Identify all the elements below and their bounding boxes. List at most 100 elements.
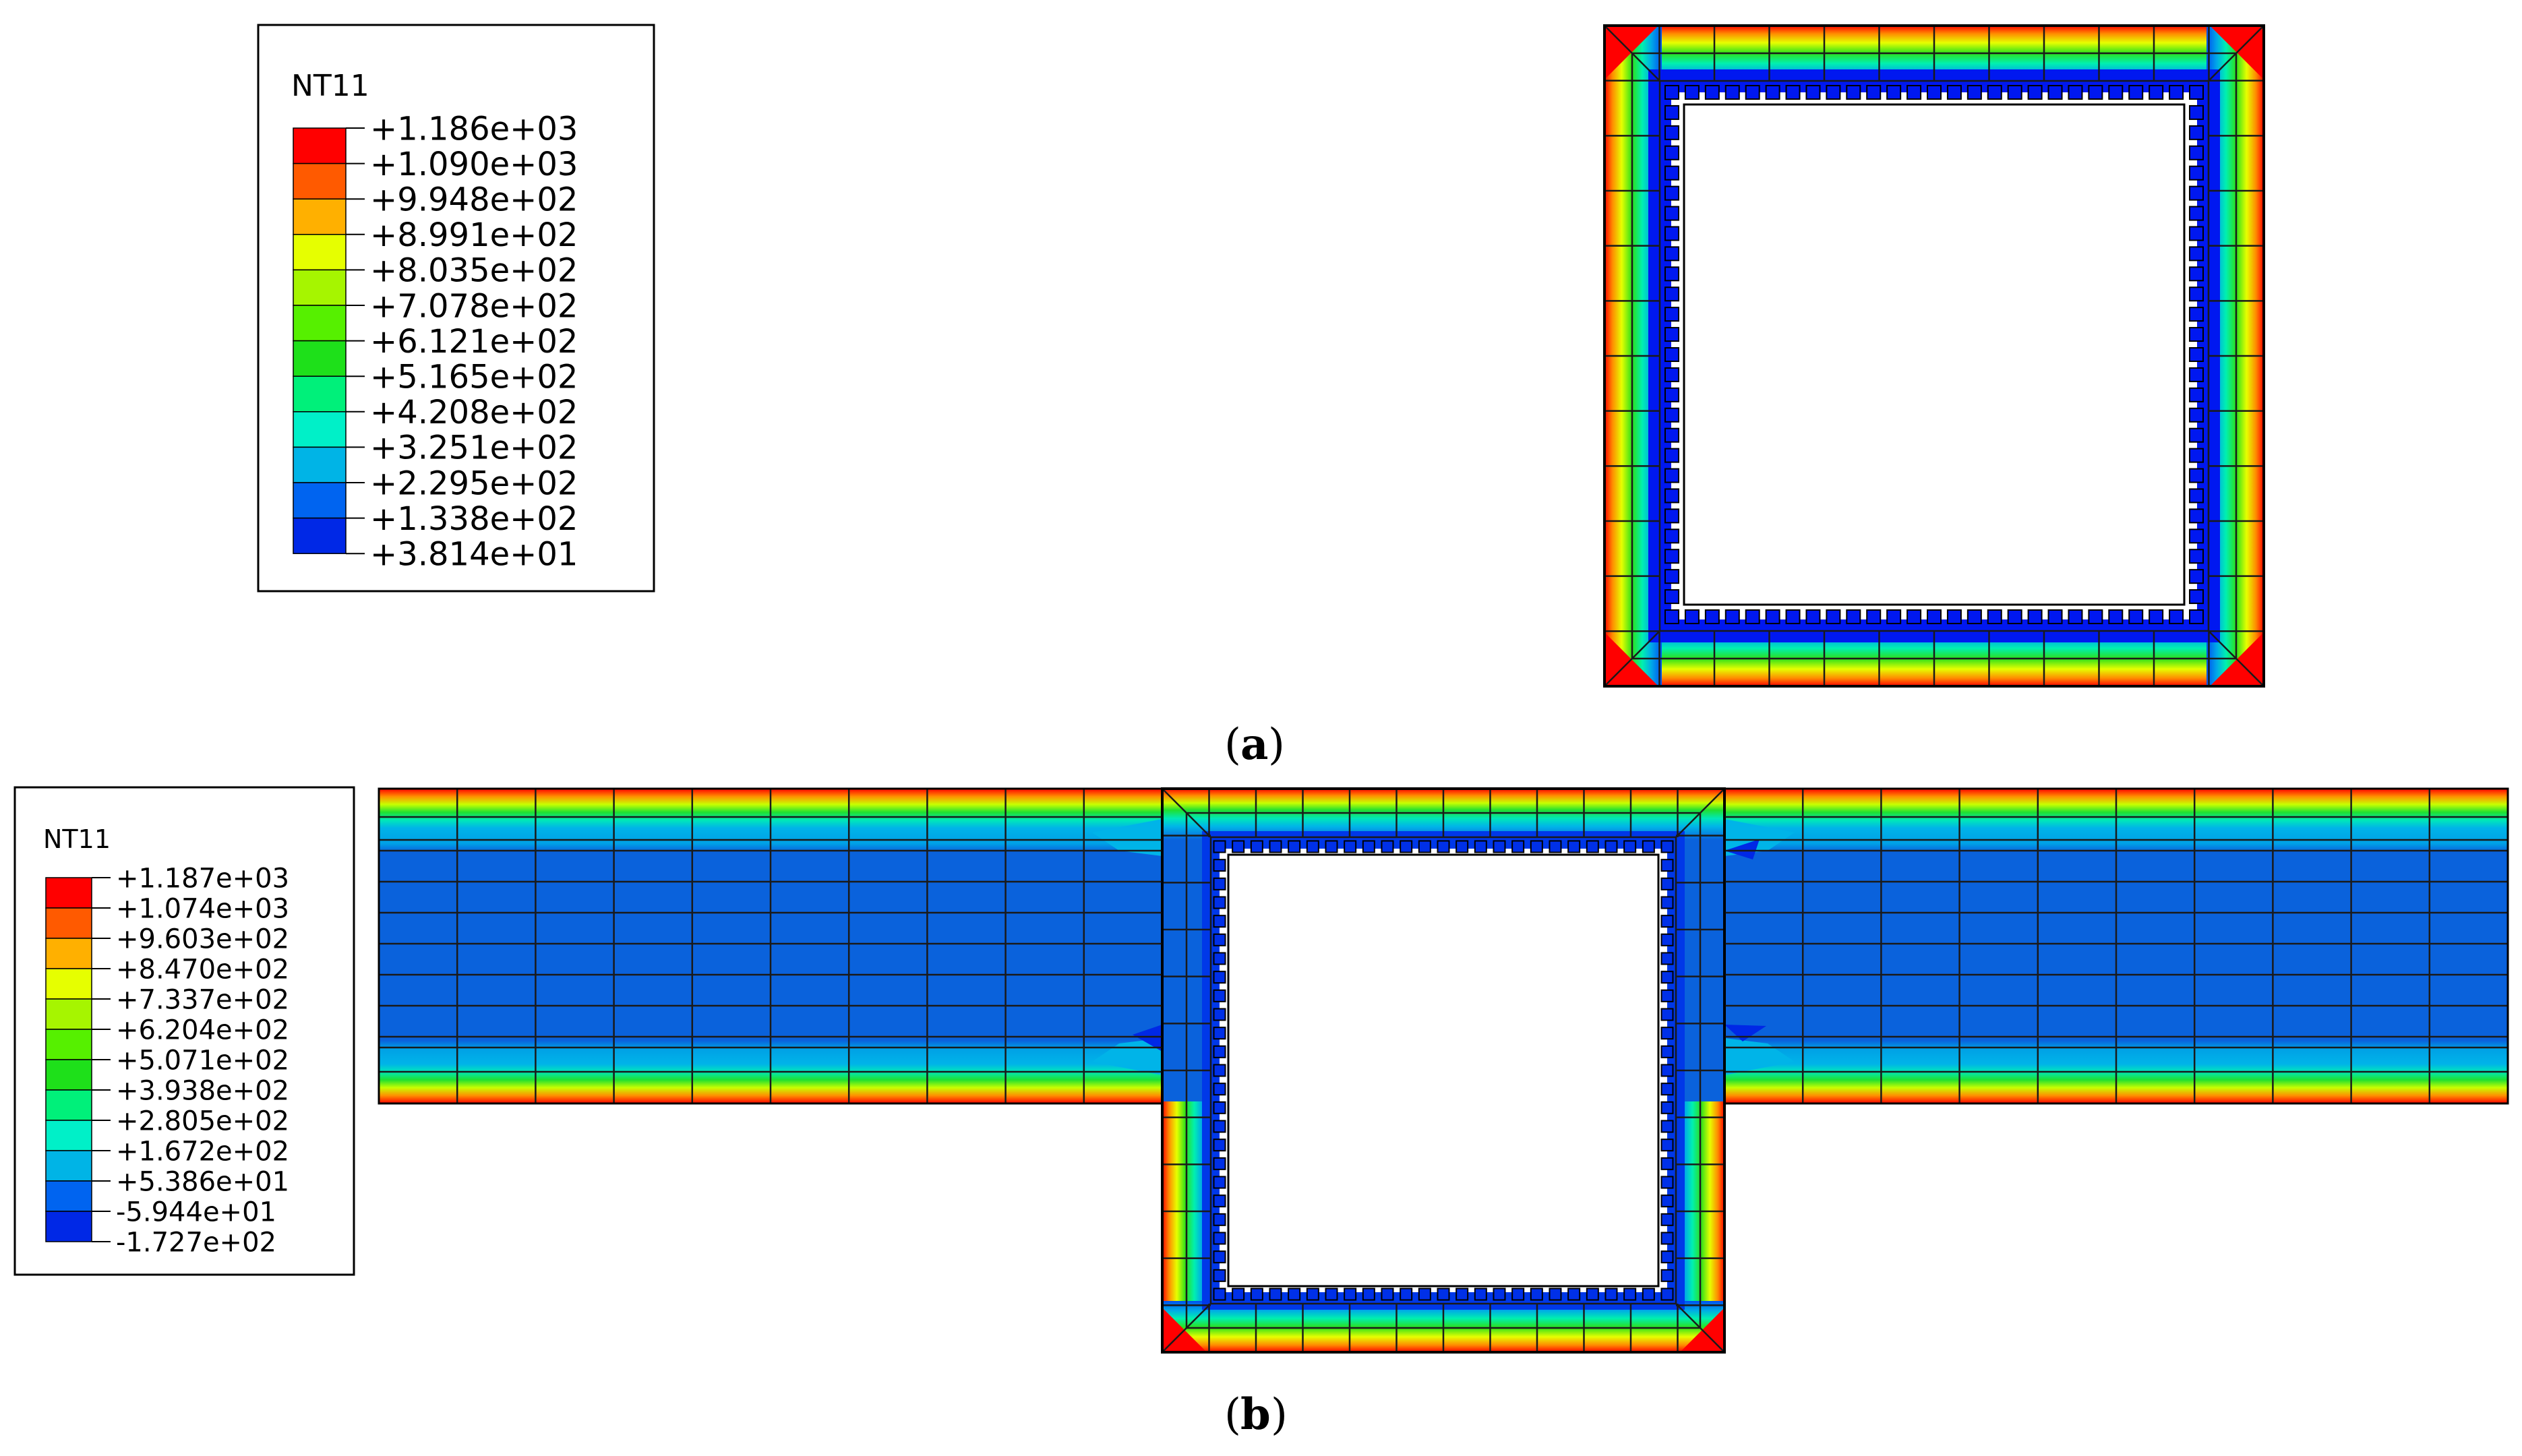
rebar-square [1344, 1287, 1357, 1301]
svg-text:): ) [1268, 720, 1285, 770]
rebar-square [1213, 896, 1226, 909]
slab-left-junction-spot [1133, 1025, 1162, 1052]
rebar-square [1660, 1250, 1674, 1264]
rebar-square [1745, 609, 1760, 624]
legend-swatch [45, 1089, 92, 1121]
legend-swatch [293, 162, 347, 200]
legend-value: +3.938e+02 [116, 1075, 289, 1106]
rebar-square [1765, 85, 1780, 100]
rebar-square [1660, 971, 1674, 984]
rebar-square [1846, 609, 1861, 624]
legend-a: NT11 +1.186e+03+1.090e+03+9.948e+02+8.99… [257, 24, 655, 593]
legend-b: NT11 +1.187e+03+1.074e+03+9.603e+02+8.47… [13, 786, 355, 1276]
rebar-square [2108, 609, 2124, 624]
legend-value: +6.121e+02 [370, 323, 578, 361]
rebar-square [1213, 1064, 1226, 1077]
rebar-square [2068, 85, 2083, 100]
rebar-square [1660, 1213, 1674, 1226]
rebar-square [2027, 609, 2043, 624]
rebar-square [2169, 85, 2184, 100]
rebar-square [2149, 85, 2164, 100]
legend-swatch [293, 446, 347, 483]
legend-swatch [45, 938, 92, 969]
legend-value: -5.944e+01 [116, 1196, 276, 1227]
rebar-square [1288, 840, 1301, 853]
caption-b: ( b ) [1224, 1389, 1288, 1440]
legend-swatch [45, 1150, 92, 1182]
mesh-line [1675, 1303, 1725, 1353]
rebar-square [1866, 85, 1882, 100]
rebar-square [1530, 1287, 1543, 1301]
legend-value: +2.805e+02 [116, 1105, 289, 1136]
legend-swatch [45, 1120, 92, 1151]
rebar-square [1288, 1287, 1301, 1301]
legend-value: +7.337e+02 [116, 984, 289, 1015]
rebar-square [1724, 85, 1740, 100]
legend-swatch [293, 375, 347, 413]
legend-value: +9.603e+02 [116, 923, 289, 954]
rebar-square [1946, 85, 1962, 100]
rebar-square [1660, 859, 1674, 872]
caption-b-letter: b [1240, 1389, 1271, 1440]
rebar-square [1213, 1045, 1226, 1058]
legend-value: +1.187e+03 [116, 863, 289, 894]
legend-b-title: NT11 [43, 824, 111, 854]
rebar-square [1664, 145, 1679, 160]
rebar-square [1549, 1287, 1562, 1301]
legend-swatch [293, 517, 347, 554]
slab-right-outline [1723, 787, 2509, 1105]
rebar-square [2189, 589, 2204, 605]
rebar-square [1660, 1027, 1674, 1040]
rebar-square [1660, 1139, 1674, 1152]
legend-swatch [293, 340, 347, 377]
rebar-square [1269, 840, 1282, 853]
rebar-square [1664, 307, 1679, 322]
rebar-square [1213, 1269, 1226, 1282]
rebar-square [2027, 85, 2043, 100]
rebar-square [1213, 1232, 1226, 1245]
rebar-square [1530, 840, 1543, 853]
rebar-square [1213, 1083, 1226, 1096]
rebar-square [1664, 165, 1679, 181]
mesh-line [1604, 630, 1660, 687]
rebar-square [2189, 609, 2204, 624]
mesh-line [2208, 25, 2264, 82]
legend-swatch [293, 269, 347, 306]
rebar-square [1664, 549, 1679, 564]
legend-value: +8.035e+02 [370, 252, 578, 290]
legend-b-labels: +1.187e+03+1.074e+03+9.603e+02+8.470e+02… [92, 863, 289, 1258]
rebar-square [2189, 145, 2204, 160]
rebar-square [2088, 609, 2103, 624]
legend-value: +9.948e+02 [370, 181, 578, 218]
rebar-square [1664, 226, 1679, 241]
rebar-square [2108, 85, 2124, 100]
rebar-square [1586, 840, 1599, 853]
legend-value: -1.727e+02 [116, 1227, 276, 1258]
rebar-square [1213, 877, 1226, 890]
rebar-square [1642, 1287, 1655, 1301]
rebar-square [1660, 933, 1674, 946]
legend-value: +6.204e+02 [116, 1014, 289, 1045]
rebar-square [2007, 609, 2022, 624]
rebar-square [1213, 971, 1226, 984]
svg-text:(: ( [1224, 720, 1241, 770]
rebar-square [1660, 877, 1674, 890]
column-b-mesh [1162, 788, 1725, 1353]
rebar-square [2189, 246, 2204, 262]
rebar-square [1660, 1157, 1674, 1170]
rebar-square [1660, 1194, 1674, 1208]
rebar-square [1927, 85, 1942, 100]
rebar-square [1886, 85, 1902, 100]
legend-value: +1.090e+03 [370, 146, 578, 183]
rebar-square [2189, 266, 2204, 282]
rebar-square [1250, 840, 1263, 853]
legend-a-title: NT11 [291, 69, 369, 103]
rebar-square [1785, 609, 1801, 624]
rebar-square [1664, 185, 1679, 201]
legend-value: +3.251e+02 [370, 429, 578, 467]
column-a-outline [1603, 24, 2265, 688]
rebar-square [1213, 1101, 1226, 1114]
rebar-square [1213, 1287, 1226, 1301]
legend-value: +8.991e+02 [370, 216, 578, 254]
